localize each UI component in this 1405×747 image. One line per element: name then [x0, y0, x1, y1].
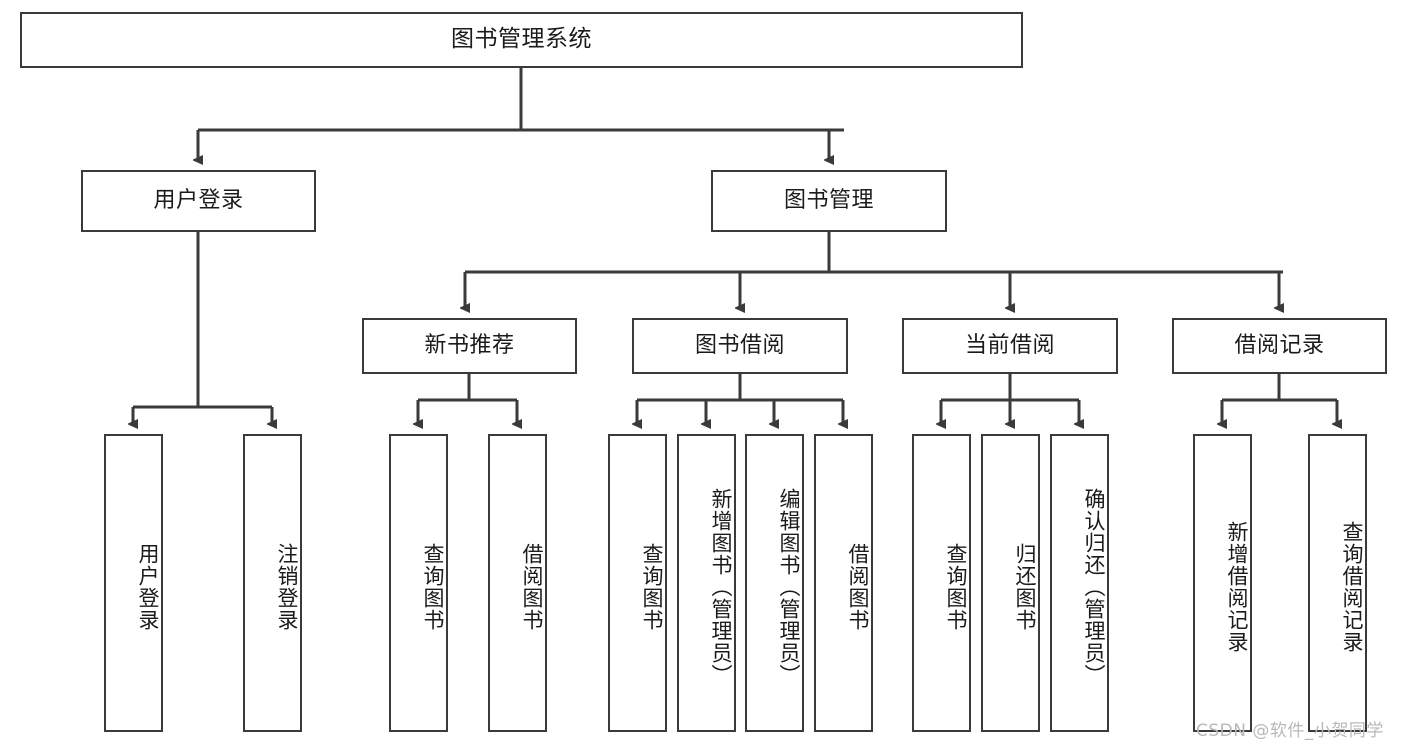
leaf-query-book-3[interactable]: 查询图书 — [912, 434, 971, 732]
node-book-borrow-label: 图书借阅 — [694, 332, 785, 358]
node-user-login-label: 用户登录 — [153, 187, 244, 213]
leaf-add-record[interactable]: 新增借阅记录 — [1193, 434, 1252, 732]
leaf-query-book-2-label: 查询图书 — [640, 543, 664, 631]
leaf-query-book-1-label: 查询图书 — [421, 543, 445, 631]
leaf-add-book-label: 新增图书（管理员） — [709, 488, 733, 686]
node-borrow-record[interactable]: 借阅记录 — [1172, 318, 1387, 374]
node-root[interactable]: 图书管理系统 — [20, 12, 1023, 68]
leaf-query-record-label: 查询借阅记录 — [1340, 521, 1364, 653]
leaf-query-record[interactable]: 查询借阅记录 — [1308, 434, 1367, 732]
leaf-confirm-return-label: 确认归还（管理员） — [1082, 488, 1106, 686]
node-book-management-label: 图书管理 — [783, 187, 874, 213]
leaf-borrow-book-1-label: 借阅图书 — [520, 543, 544, 631]
leaf-query-book-3-label: 查询图书 — [944, 543, 968, 631]
node-user-login[interactable]: 用户登录 — [81, 170, 316, 232]
leaf-edit-book[interactable]: 编辑图书（管理员） — [745, 434, 804, 732]
leaf-borrow-book-2[interactable]: 借阅图书 — [814, 434, 873, 732]
leaf-user-login[interactable]: 用户登录 — [104, 434, 163, 732]
leaf-add-book[interactable]: 新增图书（管理员） — [677, 434, 736, 732]
node-borrow-record-label: 借阅记录 — [1234, 332, 1325, 358]
leaf-logout[interactable]: 注销登录 — [243, 434, 302, 732]
leaf-confirm-return[interactable]: 确认归还（管理员） — [1050, 434, 1109, 732]
leaf-return-book[interactable]: 归还图书 — [981, 434, 1040, 732]
leaf-return-book-label: 归还图书 — [1013, 543, 1037, 631]
node-current-borrow[interactable]: 当前借阅 — [902, 318, 1118, 374]
leaf-borrow-book-2-label: 借阅图书 — [846, 543, 870, 631]
node-root-label: 图书管理系统 — [451, 26, 592, 53]
node-new-book-recommend-label: 新书推荐 — [424, 332, 515, 358]
leaf-query-book-1[interactable]: 查询图书 — [389, 434, 448, 732]
node-current-borrow-label: 当前借阅 — [964, 332, 1055, 358]
node-book-borrow[interactable]: 图书借阅 — [632, 318, 848, 374]
leaf-query-book-2[interactable]: 查询图书 — [608, 434, 667, 732]
leaf-user-login-label: 用户登录 — [136, 543, 160, 631]
leaf-add-record-label: 新增借阅记录 — [1225, 521, 1249, 653]
leaf-borrow-book-1[interactable]: 借阅图书 — [488, 434, 547, 732]
node-new-book-recommend[interactable]: 新书推荐 — [362, 318, 577, 374]
leaf-logout-label: 注销登录 — [275, 543, 299, 631]
leaf-edit-book-label: 编辑图书（管理员） — [777, 488, 801, 686]
node-book-management[interactable]: 图书管理 — [711, 170, 947, 232]
csdn-watermark: CSDN @软件_小贺同学 — [1196, 721, 1384, 741]
